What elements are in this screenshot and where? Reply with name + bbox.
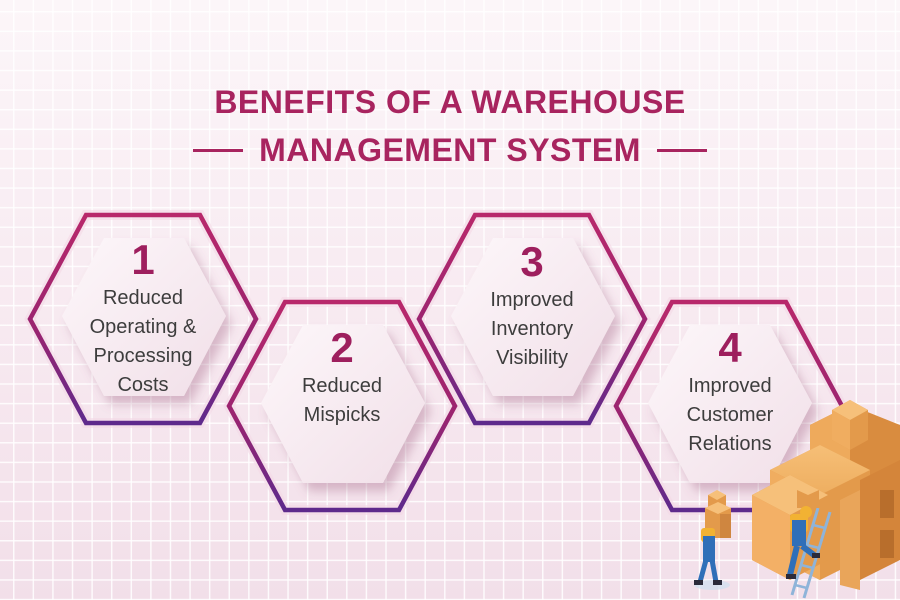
title-line-1: BENEFITS OF A WAREHOUSE (214, 84, 686, 120)
worker-climbing-illustration (786, 485, 820, 579)
title-dash-left (193, 148, 244, 152)
benefit-number: 2 (330, 324, 354, 371)
benefit-label-line: Operating & (89, 316, 197, 338)
benefit-label-line: Inventory (490, 318, 574, 340)
benefit-number: 1 (131, 236, 155, 283)
benefit-card-4: 4 Improved Customer Relations (650, 326, 810, 459)
page-title: BENEFITS OF A WAREHOUSE MANAGEMENT SYSTE… (0, 78, 900, 174)
benefit-label-line: Relations (688, 433, 772, 455)
benefit-label-line: Improved (490, 289, 574, 311)
worker-carrying-illustration (694, 490, 731, 590)
hexagon-2 (223, 297, 461, 515)
benefit-card-2: 2 Reduced Mispicks (262, 326, 422, 430)
benefit-label-line: Reduced (301, 375, 383, 397)
benefit-number: 3 (520, 238, 544, 285)
title-line-2: MANAGEMENT SYSTEM (259, 132, 641, 168)
benefit-label-line: Improved (688, 375, 772, 397)
hexagon-3 (413, 210, 651, 428)
hexagon-1 (24, 210, 262, 428)
benefit-label-line: Processing (93, 345, 193, 367)
benefit-card-1: 1 Reduced Operating & Processing Costs (63, 238, 223, 400)
benefit-label-line: Mispicks (303, 404, 381, 426)
benefit-card-3: 3 Improved Inventory Visibility (452, 240, 612, 373)
benefit-label-line: Reduced (102, 287, 184, 309)
benefit-label-line: Costs (117, 374, 169, 396)
benefit-label-line: Visibility (496, 347, 568, 369)
benefit-label-line: Customer (686, 404, 774, 426)
title-dash-right (656, 148, 707, 152)
benefit-number: 4 (718, 324, 742, 371)
